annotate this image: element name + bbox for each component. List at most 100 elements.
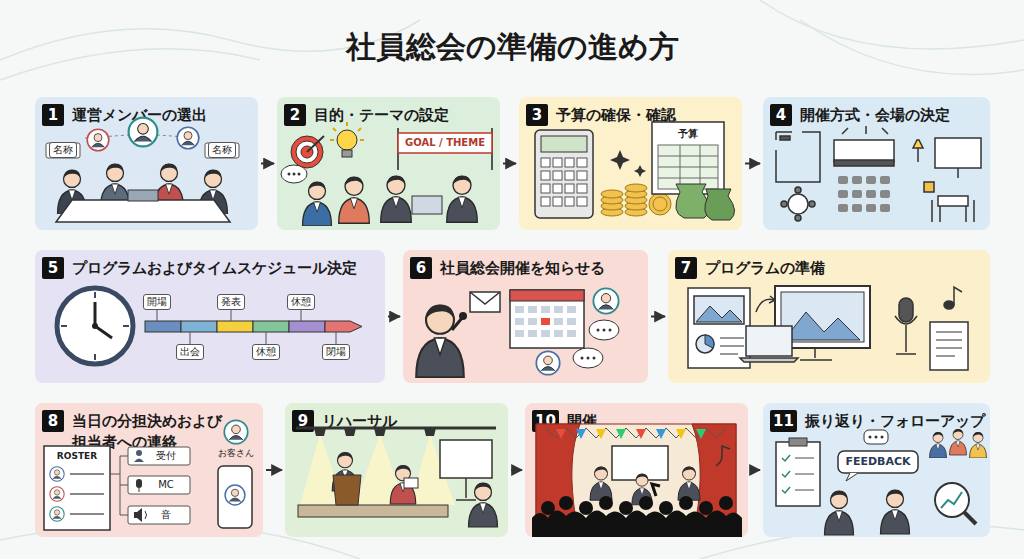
meeting-illustration	[46, 118, 239, 222]
rehearsal-illustration	[333, 475, 361, 505]
goal-illustration	[330, 122, 364, 140]
schedule-illustration	[94, 354, 96, 360]
announce-illustration	[510, 290, 584, 348]
background-swirl	[0, 49, 260, 80]
material-illustration	[696, 335, 714, 353]
budget-illustration	[577, 171, 587, 180]
roster-illustration	[136, 479, 142, 488]
step-number: 1	[42, 104, 64, 126]
venue-illustration	[788, 194, 808, 214]
feedback-illustration	[864, 430, 888, 444]
illustration-label: 予算	[678, 127, 698, 141]
announce-illustration	[541, 330, 550, 337]
venue-illustration	[935, 138, 981, 168]
announce-illustration	[589, 320, 619, 340]
event-illustration	[541, 501, 555, 515]
venue-illustration	[880, 176, 890, 184]
budget-illustration	[658, 156, 718, 157]
step-heading: プログラムおよびタイムスケジュール決定	[72, 257, 357, 279]
schedule-illustration	[57, 288, 133, 364]
step-number: 5	[42, 257, 64, 279]
schedule-illustration	[301, 309, 302, 321]
event-illustration	[699, 501, 713, 515]
step-number: 3	[526, 104, 548, 126]
goal-illustration	[303, 182, 332, 226]
budget-illustration	[700, 145, 701, 189]
feedback-illustration	[795, 458, 814, 490]
illustration-label: 発表	[217, 294, 245, 310]
feedback-illustration	[970, 432, 987, 458]
flow-arrow	[745, 163, 760, 165]
goal-illustration	[412, 196, 442, 214]
rehearsal-illustration	[469, 483, 498, 527]
venue-illustration	[838, 176, 848, 184]
material-illustration	[688, 288, 750, 368]
goal-illustration	[291, 136, 323, 168]
budget-illustration	[541, 197, 550, 206]
feedback-illustration	[838, 451, 918, 473]
event-illustration	[619, 501, 633, 515]
venue-illustration	[866, 190, 876, 198]
announce-illustration	[541, 306, 550, 313]
illustration-label: 受付	[156, 449, 176, 463]
announce-illustration	[609, 329, 612, 332]
roster-illustration	[218, 466, 252, 528]
budget-illustration	[535, 122, 735, 220]
schedule-illustration	[95, 326, 112, 338]
venue-illustration	[913, 140, 923, 148]
flow-arrow	[261, 163, 274, 165]
budget-illustration	[565, 184, 574, 193]
schedule-illustration	[231, 309, 232, 321]
step-number: 7	[675, 257, 697, 279]
meeting-illustration	[87, 129, 109, 151]
event-illustration	[636, 429, 646, 439]
announce-illustration	[470, 292, 500, 304]
feedback-illustration	[964, 512, 976, 524]
goal-illustration	[281, 122, 492, 226]
meeting-illustration	[129, 118, 158, 147]
illustration-label: 音	[161, 508, 171, 522]
event-illustration	[536, 424, 736, 520]
schedule-illustration	[289, 321, 325, 332]
rehearsal-illustration	[298, 505, 448, 517]
event-illustration	[590, 466, 612, 500]
schedule-illustration	[157, 309, 158, 321]
step-header: 4開催方式・会場の決定	[770, 104, 950, 126]
event-illustration	[532, 424, 742, 537]
announce-illustration	[573, 348, 603, 368]
announce-illustration	[541, 318, 550, 325]
roster-illustration	[224, 420, 247, 443]
announce-illustration	[567, 318, 576, 325]
step-header: 11振り返り・フォローアップ	[770, 410, 985, 432]
budget-illustration	[541, 158, 587, 206]
budget-illustration	[649, 193, 671, 215]
roster-illustration	[136, 450, 142, 456]
budget-illustration	[625, 184, 647, 192]
goal-illustration	[339, 176, 370, 223]
step-heading: 社員総会開催を知らせる	[440, 257, 605, 279]
feedback-illustration	[930, 432, 947, 458]
announce-illustration	[416, 288, 619, 377]
event-illustration	[536, 424, 580, 520]
event-illustration	[599, 496, 613, 510]
feedback-illustration	[776, 429, 987, 535]
meeting-illustration	[177, 127, 199, 149]
rehearsal-illustration	[296, 428, 497, 527]
budget-illustration	[577, 184, 587, 193]
venue-illustration	[957, 168, 959, 178]
roster-illustration	[128, 447, 190, 465]
announce-illustration	[459, 312, 467, 320]
announce-illustration	[567, 330, 576, 337]
goal-illustration	[307, 136, 324, 152]
budget-illustration	[553, 158, 562, 167]
background-swirl	[800, 20, 1024, 74]
announce-illustration	[554, 306, 563, 313]
step-heading: 開催方式・会場の決定	[800, 104, 950, 126]
feedback-illustration	[846, 473, 858, 481]
feedback-illustration	[825, 491, 854, 535]
announce-illustration	[603, 329, 606, 332]
step-number: 8	[42, 410, 64, 432]
roster-illustration	[139, 488, 140, 492]
feedback-illustration	[875, 436, 878, 439]
